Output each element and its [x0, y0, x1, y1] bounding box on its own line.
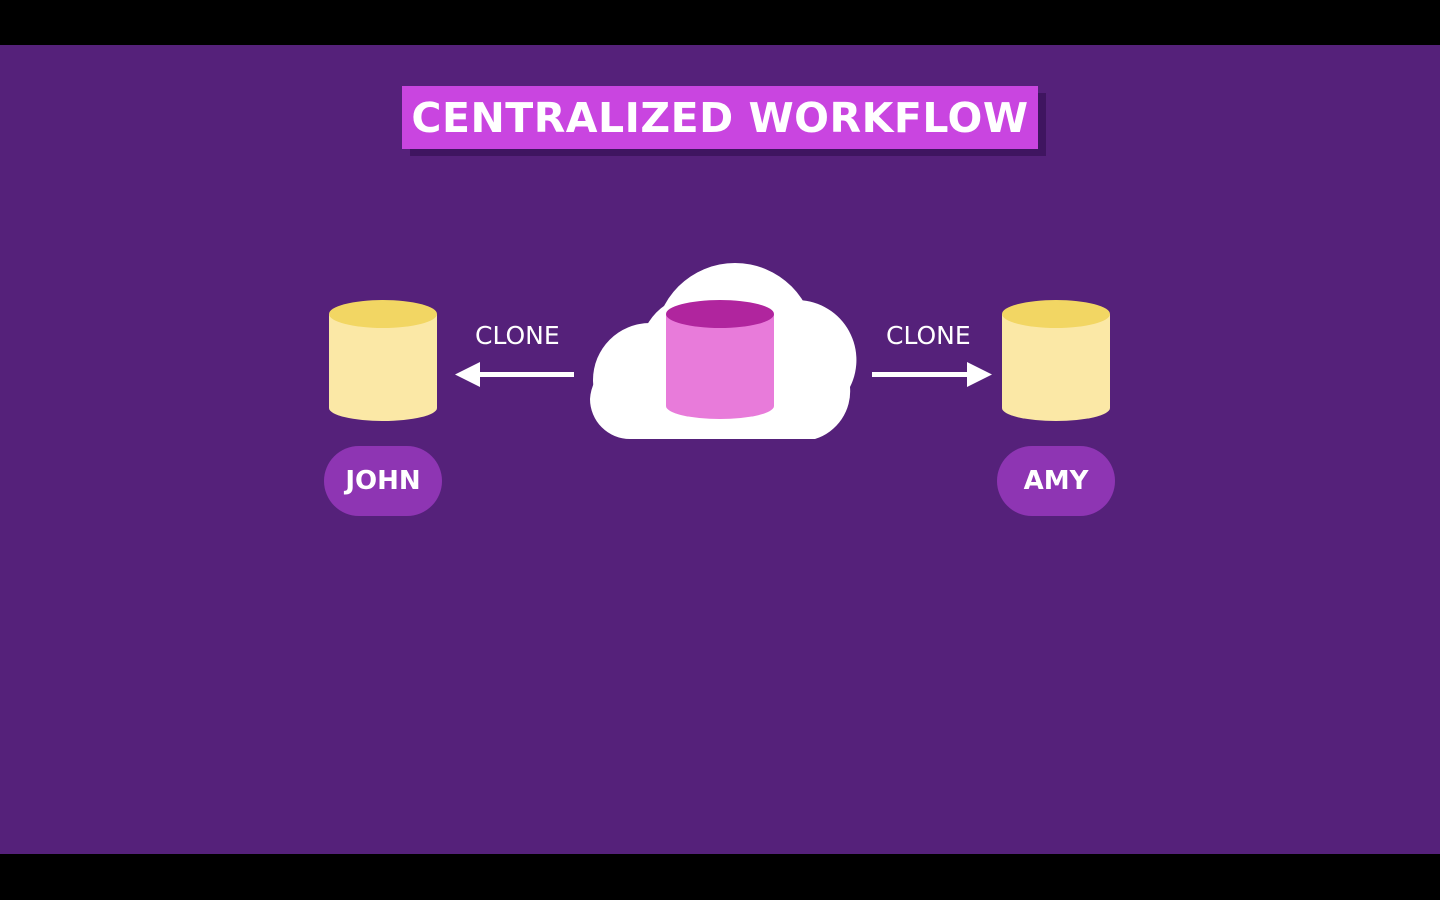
user-name-amy: AMY: [1023, 466, 1089, 496]
letterbox-top: [0, 0, 1440, 45]
left-clone-label: CLONE: [475, 321, 560, 350]
central-repo-database-icon: [666, 300, 774, 419]
amy-repo-database-icon: [1002, 300, 1110, 421]
slide: CENTRALIZED WORKFLOW: [0, 45, 1440, 854]
john-repo-database-icon: [329, 300, 437, 421]
title-box: CENTRALIZED WORKFLOW: [402, 86, 1038, 149]
user-pill-amy: AMY: [997, 446, 1115, 516]
right-clone-label: CLONE: [886, 321, 971, 350]
user-pill-john: JOHN: [324, 446, 442, 516]
slide-title: CENTRALIZED WORKFLOW: [411, 93, 1029, 142]
workflow-diagram: [329, 263, 1110, 439]
arrow-right-icon: [872, 362, 992, 387]
user-name-john: JOHN: [345, 466, 421, 496]
letterbox-bottom: [0, 854, 1440, 900]
arrow-left-icon: [455, 362, 574, 387]
